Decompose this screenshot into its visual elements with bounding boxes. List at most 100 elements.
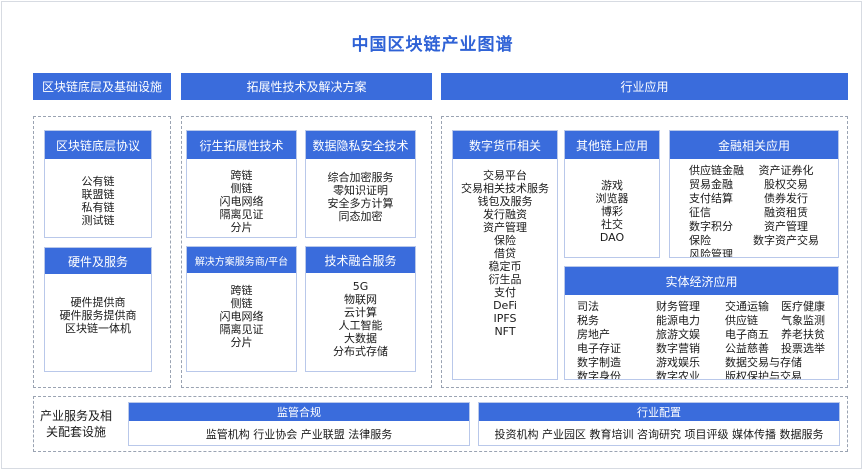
list-item: 分片	[230, 336, 253, 349]
list-item: 数字资产交易	[753, 234, 819, 247]
protocol-list: 公有链 联盟链 私有链 测试链	[45, 175, 151, 227]
list-item: 保险	[689, 234, 711, 247]
list-item: IPFS	[493, 312, 517, 325]
list-item: 测试链	[81, 214, 115, 227]
card-real-economy-apps: 实体经济应用 司法 税务 房地产 电子存证 数字制造 数字身份 财务管理 能源电…	[564, 266, 839, 380]
list-item: 征信	[689, 206, 711, 219]
list-item: 财务管理	[656, 300, 700, 313]
card-crypto: 数字货币相关 交易平台 交易相关技术服务 钱包及服务 发行融资 资产管理 保险 …	[452, 130, 558, 380]
list-item: 数据交易与存储	[725, 356, 802, 369]
list-item: 侧链	[230, 297, 253, 310]
card-hardware: 硬件及服务 硬件提供商 硬件服务提供商 区块链一体机	[44, 247, 152, 372]
card-title: 行业配置	[479, 403, 839, 421]
list-item: 交易平台	[483, 169, 527, 182]
regulation-items: 监管机构 行业协会 产业联盟 法律服务	[205, 428, 393, 441]
infra-group	[33, 116, 171, 388]
list-item: 数字身份	[577, 370, 621, 380]
list-item: 供应链	[725, 314, 758, 327]
list-item: 旅游文娱	[656, 328, 700, 341]
list-item: 版权保护与交易	[725, 370, 802, 380]
list-item: 数字营销	[656, 342, 700, 355]
card-finance-apps: 金融相关应用 供应链金融 贸易金融 支付结算 征信 数字积分 保险 风险管理 资…	[669, 130, 839, 258]
list-item: 游戏娱乐	[656, 356, 700, 369]
list-item: 硬件提供商	[70, 296, 126, 309]
otherchain-list: 游戏 浏览器 博彩 社交 DAO	[565, 179, 659, 244]
list-item: 博彩	[601, 205, 623, 218]
list-item: 区块链一体机	[65, 322, 131, 335]
section-header-infra: 区块链底层及基础设施	[33, 73, 171, 100]
list-item: 电子商五	[725, 328, 769, 341]
real-col-1: 司法 税务 房地产 电子存证 数字制造 数字身份	[577, 300, 621, 380]
list-item: 贸易金融	[689, 178, 733, 191]
list-item: 房地产	[577, 328, 610, 341]
card-title: 解决方案服务商/平台	[187, 247, 296, 273]
list-item: 借贷	[494, 247, 516, 260]
list-item: 侧链	[230, 182, 253, 195]
bottom-group	[33, 396, 848, 452]
card-title: 数据隐私安全技术	[306, 131, 415, 159]
real-col-4: 医疗健康 气象监测 养老扶贫 投票选举	[781, 300, 825, 356]
list-item: 游戏	[601, 179, 623, 192]
list-item: 联盟链	[81, 188, 115, 201]
list-item: 稳定币	[488, 260, 522, 273]
list-item: 云计算	[344, 306, 377, 319]
list-item: 社交	[601, 218, 623, 231]
card-title: 区块链底层协议	[45, 131, 151, 159]
card-title: 监管合规	[129, 403, 469, 421]
list-item: 5G	[352, 280, 369, 293]
card-title: 金融相关应用	[670, 131, 838, 159]
list-item: 硬件服务提供商	[59, 309, 137, 322]
list-item: 衍生品	[488, 273, 522, 286]
list-item: 分片	[230, 221, 253, 234]
privacy-list: 综合加密服务 零知识证明 安全多方计算 同态加密	[306, 171, 415, 223]
crypto-list: 交易平台 交易相关技术服务 钱包及服务 发行融资 资产管理 保险 借贷 稳定币 …	[453, 169, 557, 338]
card-title: 技术融合服务	[306, 247, 415, 273]
list-item: 保险	[494, 234, 516, 247]
card-solution-provider: 解决方案服务商/平台 跨链 侧链 闪电网络 隔离见证 分片	[186, 246, 297, 372]
list-item: 股权交易	[764, 178, 808, 191]
list-item: NFT	[494, 325, 516, 338]
list-item: 资产证券化	[758, 164, 814, 177]
real-col-3: 交通运输 供应链 电子商五 公益慈善 数据交易与存储 版权保护与交易	[725, 300, 802, 380]
list-item: 零知识证明	[333, 184, 388, 197]
list-item: 投票选举	[781, 342, 825, 355]
list-item: 跨链	[230, 169, 253, 182]
list-item: 交易相关技术服务	[461, 182, 549, 195]
derived-list: 跨链 侧链 闪电网络 隔离见证 分片	[187, 169, 296, 234]
list-item: 数字积分	[689, 220, 733, 233]
list-item: 隔离见证	[219, 323, 264, 336]
card-privacy-tech: 数据隐私安全技术 综合加密服务 零知识证明 安全多方计算 同态加密	[305, 130, 416, 238]
list-item: 养老扶贫	[781, 328, 825, 341]
real-col-2: 财务管理 能源电力 旅游文娱 数字营销 游戏娱乐 数字农业	[656, 300, 700, 380]
finance-col-1: 供应链金融 贸易金融 支付结算 征信 数字积分 保险 风险管理	[689, 164, 744, 258]
list-item: 数字制造	[577, 356, 621, 369]
card-title: 硬件及服务	[45, 248, 151, 274]
ext-group	[181, 116, 432, 388]
fusion-list: 5G 物联网 云计算 人工智能 大数据 分布式存储	[306, 280, 415, 358]
list-item: 跨链	[230, 284, 253, 297]
list-item: 隔离见证	[219, 208, 264, 221]
list-item: 闪电网络	[219, 310, 264, 323]
list-item: DeFi	[493, 299, 517, 312]
list-item: 同态加密	[338, 210, 383, 223]
list-item: 医疗健康	[781, 300, 825, 313]
list-item: 交通运输	[725, 300, 769, 313]
card-title: 实体经济应用	[565, 267, 838, 295]
list-item: 支付	[494, 286, 516, 299]
list-item: 发行融资	[483, 208, 527, 221]
list-item: 数字农业	[656, 370, 700, 380]
list-item: 融资租赁	[764, 206, 808, 219]
list-item: DAO	[599, 231, 625, 244]
list-item: 税务	[577, 314, 599, 327]
card-chain-protocol: 区块链底层协议 公有链 联盟链 私有链 测试链	[44, 130, 152, 238]
card-industry-config: 行业配置 投资机构 产业园区 教育培训 咨询研究 项目评级 媒体传播 数据服务	[478, 402, 840, 446]
list-item: 电子存证	[577, 342, 621, 355]
list-item: 大数据	[344, 332, 377, 345]
list-item: 债券发行	[764, 192, 808, 205]
card-tech-fusion: 技术融合服务 5G 物联网 云计算 人工智能 大数据 分布式存储	[305, 246, 416, 372]
list-item: 支付结算	[689, 192, 733, 205]
list-item: 安全多方计算	[327, 197, 394, 210]
list-item: 人工智能	[338, 319, 383, 332]
list-item: 风险管理	[689, 248, 733, 258]
